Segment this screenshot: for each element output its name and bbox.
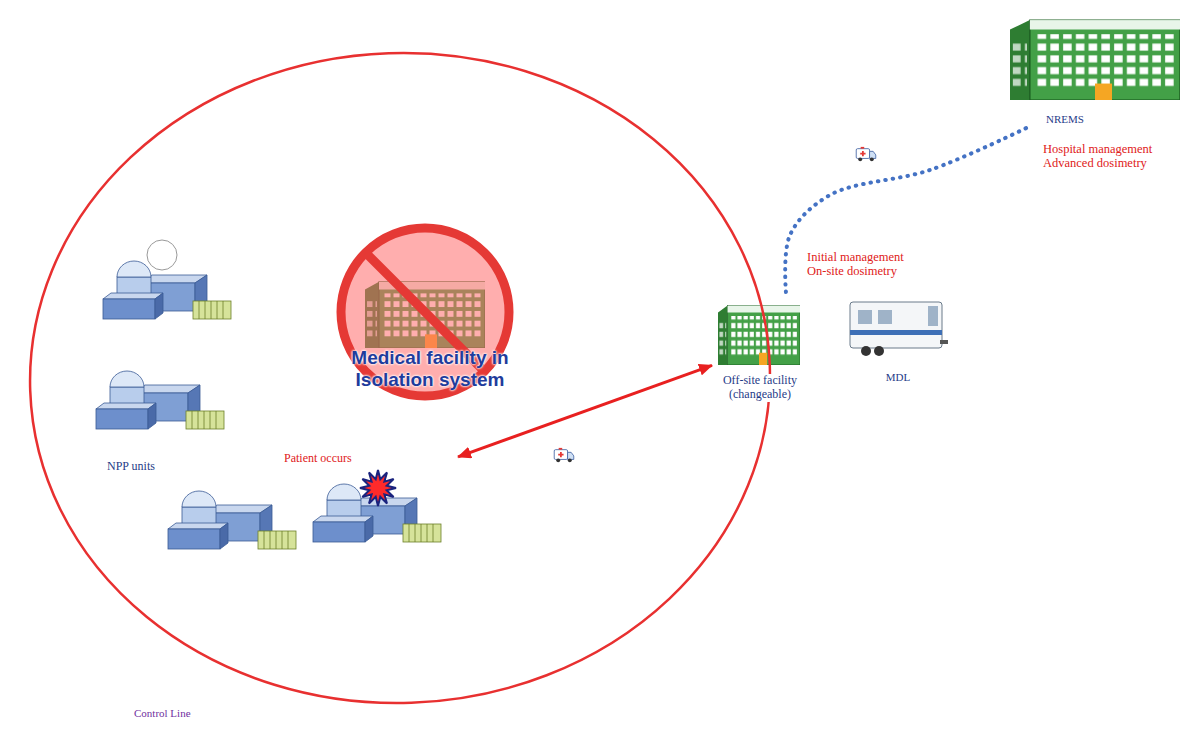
node-label: MDL [885, 371, 911, 384]
node-label: NREMS [1045, 113, 1085, 126]
mdl-trailer [850, 302, 948, 356]
nrems-hospital: NREMS [1005, 4, 1183, 128]
node-label: Control Line [133, 707, 192, 720]
node-label: Off-site facility (changeable) [714, 374, 806, 402]
node-label: Medical facility in Isolation system [340, 347, 520, 391]
role-note: Initial management On-site dosimetry [806, 250, 916, 279]
npp-unit [168, 491, 296, 549]
ambulance-icon [554, 448, 574, 462]
ambulance-icon [856, 147, 876, 161]
npp-units-group: NPP units [88, 236, 233, 476]
offsite-hospital-icon [718, 306, 800, 366]
npp-unit [103, 261, 231, 319]
explosion-star [360, 470, 396, 506]
node-label: NPP units [106, 460, 156, 474]
control-line-region: Control Line NPP units Medical facility in… [28, 50, 780, 722]
patient-site: Patient occurs [158, 452, 458, 570]
control-line-ellipse [19, 40, 781, 715]
node-label: Patient occurs [283, 452, 353, 466]
offsite-facility: Off-site facility (changeable) [712, 292, 808, 404]
stack-circle [147, 240, 177, 270]
role-note: Hospital management Advanced dosimetry [1042, 142, 1169, 171]
transfer-route [785, 128, 1026, 292]
nrems-hospital-icon [1010, 20, 1180, 100]
npp-unit [96, 371, 224, 429]
isolated-medical-facility: Medical facility in Isolation system [330, 228, 530, 403]
mdl-unit: MDL [846, 296, 950, 388]
